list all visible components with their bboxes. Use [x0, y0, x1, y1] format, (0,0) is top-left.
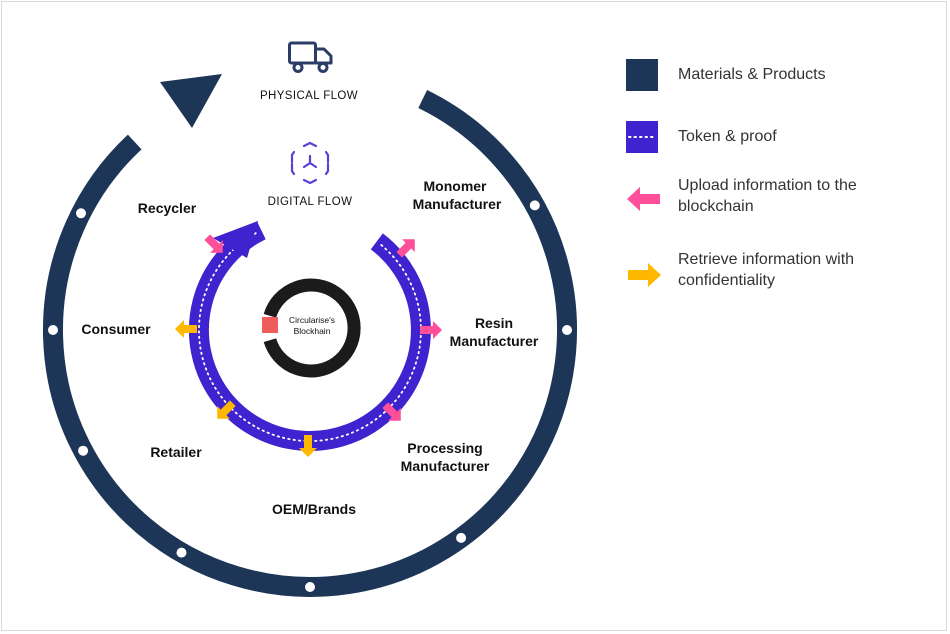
stage-resin-manufacturer: Resin Manufacturer [450, 315, 539, 349]
legend-label: Token & proof [678, 128, 777, 145]
stage-processing-manufacturer: Processing Manufacturer [401, 440, 490, 474]
stage-recycler: Recycler [138, 200, 197, 216]
retrieve-arrow-icon [217, 400, 236, 419]
legend-label: Retrieve information with [678, 251, 855, 268]
upload-arrow-icon [204, 234, 223, 253]
stage-label: Manufacturer [413, 196, 502, 212]
legend-token-proof: Token & proof [626, 118, 936, 175]
physical-flow-ring [42, 74, 577, 597]
materials-swatch-icon [626, 59, 658, 91]
token-swatch-icon [626, 121, 658, 153]
upload-arrow-icon [420, 321, 442, 339]
legend-upload-information: Upload information to the blockchain [626, 175, 936, 249]
digital-flow-arrowhead [213, 221, 258, 258]
ring-dot [305, 582, 315, 592]
blockchain-label-line1: Circularise's [289, 315, 335, 325]
stage-label: Monomer [424, 178, 488, 194]
stage-label: Processing [407, 440, 482, 456]
blockchain-ring [263, 278, 361, 378]
blockchain-square [262, 317, 278, 333]
arrow-left-icon [627, 187, 660, 211]
stage-label: Resin [475, 315, 513, 331]
legend-label: blockchain [678, 198, 754, 215]
ring-dot [176, 547, 187, 558]
ring-dot [456, 532, 467, 543]
legend-materials-products: Materials & Products [626, 55, 936, 118]
stage-consumer: Consumer [81, 321, 151, 337]
legend-label: Materials & Products [678, 66, 826, 83]
legend: Materials & Products Token & proof Uploa… [626, 55, 936, 291]
truck-icon [288, 41, 333, 73]
upload-arrow-icon [396, 239, 415, 258]
retrieve-arrow-icon [175, 320, 197, 338]
physical-flow-arrowhead [160, 74, 222, 128]
ring-dot [78, 445, 89, 456]
legend-label: Upload information to the [678, 177, 857, 194]
arrow-right-icon [628, 263, 661, 287]
upload-arrow-icon [382, 402, 401, 421]
ring-dot [76, 208, 86, 219]
network-cube-icon [290, 141, 330, 185]
physical-flow-label: PHYSICAL FLOW [260, 90, 358, 102]
legend-label: confidentiality [678, 272, 775, 289]
stage-oem-brands: OEM/Brands [272, 501, 356, 517]
blockchain-core: Circularise's Blockhain [262, 278, 361, 378]
stage-label: Manufacturer [401, 458, 490, 474]
retrieve-arrow-icon [299, 435, 317, 457]
ring-dot [48, 325, 58, 335]
digital-flow-ring [188, 221, 431, 451]
blockchain-label-line2: Blockhain [294, 326, 331, 336]
legend-retrieve-information: Retrieve information with confidentialit… [626, 249, 936, 291]
ring-dot [529, 200, 540, 211]
stage-label: Manufacturer [450, 333, 539, 349]
stage-monomer-manufacturer: Monomer Manufacturer [413, 178, 502, 212]
ring-dot [562, 325, 572, 335]
digital-flow-label: DIGITAL FLOW [268, 196, 353, 208]
stage-retailer: Retailer [150, 444, 202, 460]
